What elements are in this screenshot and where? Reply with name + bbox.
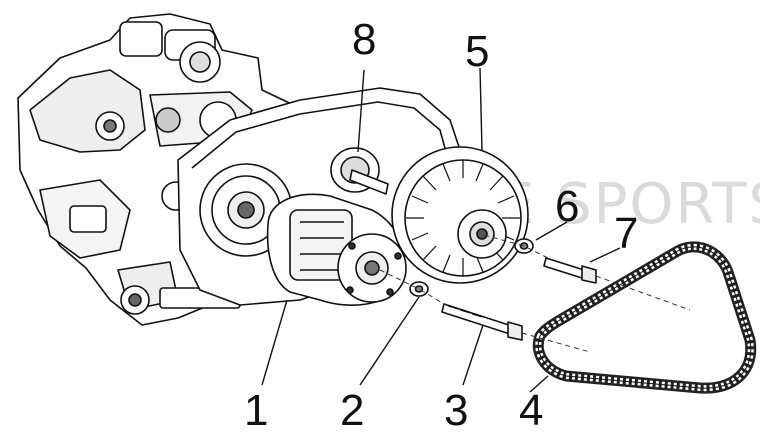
- callout-6: 6: [555, 182, 580, 231]
- part-6-washer: [514, 238, 534, 254]
- callout-7: 7: [614, 209, 639, 258]
- part-8-shaft: [330, 147, 389, 195]
- leader-lines: [261, 67, 621, 393]
- part-2-washer: [409, 281, 429, 297]
- callout-4: 4: [519, 386, 544, 435]
- assembly-lines: [379, 234, 691, 353]
- callout-3: 3: [444, 386, 469, 435]
- part-5-driven-clutch: [391, 146, 529, 284]
- part-1-drive-clutch: [266, 193, 407, 306]
- callout-2: 2: [340, 386, 365, 435]
- callout-1: 1: [244, 386, 269, 435]
- callout-8: 8: [352, 15, 377, 64]
- callout-5: 5: [465, 27, 490, 76]
- part-3-bolt: [441, 303, 523, 341]
- part-4-drive-belt: [532, 241, 757, 394]
- part-7-bolt: [543, 257, 597, 284]
